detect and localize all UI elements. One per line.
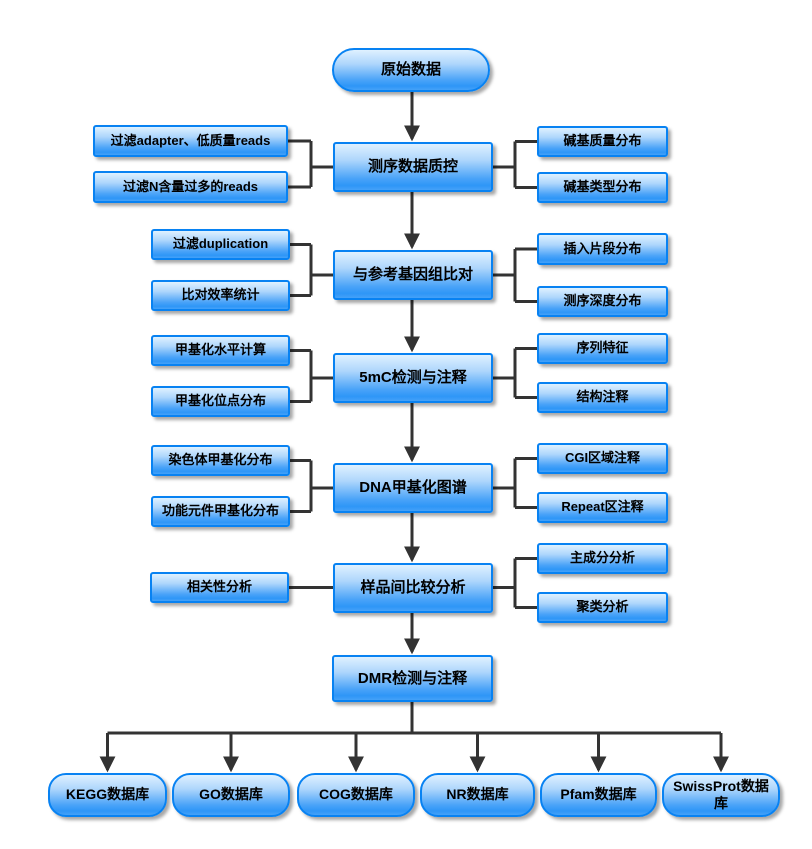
node-repeat-region-annotation: Repeat区注释: [537, 492, 668, 523]
node-swissprot-db: SwissProt数据库: [662, 773, 780, 817]
node-pfam-db: Pfam数据库: [540, 773, 657, 817]
elbow-connectors: [107, 139, 721, 735]
node-sequence-feature: 序列特征: [537, 333, 668, 364]
node-cluster-analysis: 聚类分析: [537, 592, 668, 623]
node-base-quality-distribution: 碱基质量分布: [537, 126, 668, 157]
node-dmr-detect-annotate: DMR检测与注释: [332, 655, 493, 702]
node-filter-duplication: 过滤duplication: [151, 229, 290, 260]
node-seq-qc: 测序数据质控: [333, 142, 493, 192]
node-methylation-site-distribution: 甲基化位点分布: [151, 386, 290, 417]
node-functional-element-methylation-distribution: 功能元件甲基化分布: [151, 496, 290, 527]
node-sample-comparison: 样品间比较分析: [333, 563, 493, 613]
node-kegg-db: KEGG数据库: [48, 773, 167, 817]
node-insert-size-distribution: 插入片段分布: [537, 233, 668, 265]
node-chromosome-methylation-distribution: 染色体甲基化分布: [151, 445, 290, 476]
node-align-efficiency-stats: 比对效率统计: [151, 280, 290, 311]
node-pca-analysis: 主成分分析: [537, 543, 668, 574]
node-filter-n-reads: 过滤N含量过多的reads: [93, 171, 288, 203]
node-cgi-region-annotation: CGI区域注释: [537, 443, 668, 474]
node-5mc-detect-annotate: 5mC检测与注释: [333, 353, 493, 403]
node-dna-methylation-profile: DNA甲基化图谱: [333, 463, 493, 513]
node-filter-adapter-reads: 过滤adapter、低质量reads: [93, 125, 288, 157]
node-seq-depth-distribution: 测序深度分布: [537, 286, 668, 317]
node-align-ref-genome: 与参考基因组比对: [333, 250, 493, 300]
node-nr-db: NR数据库: [420, 773, 535, 817]
node-correlation-analysis: 相关性分析: [150, 572, 289, 603]
node-methylation-level-calc: 甲基化水平计算: [151, 335, 290, 366]
node-structure-annotation: 结构注释: [537, 382, 668, 413]
node-raw-data: 原始数据: [332, 48, 490, 92]
node-base-type-distribution: 碱基类型分布: [537, 172, 668, 203]
node-go-db: GO数据库: [172, 773, 290, 817]
node-cog-db: COG数据库: [297, 773, 415, 817]
